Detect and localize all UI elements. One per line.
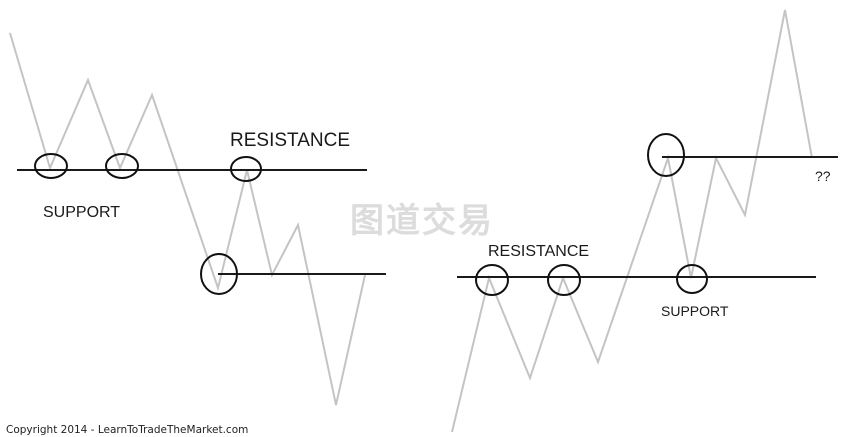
left-resistance-touch-circle — [230, 156, 262, 182]
question-label: ?? — [815, 168, 831, 184]
right-resistance-label: RESISTANCE — [488, 243, 589, 260]
right-resistance-touch-circle-1 — [475, 264, 509, 296]
left-support-touch-circle-2 — [105, 153, 139, 179]
right-support-label: SUPPORT — [661, 303, 729, 319]
left-resistance-label: RESISTANCE — [230, 130, 350, 151]
right-support-touch-circle — [676, 264, 708, 294]
left-support-label: SUPPORT — [43, 204, 120, 221]
right-price-line — [451, 9, 813, 433]
copyright-text: Copyright 2014 - LearnToTradeTheMarket.c… — [6, 424, 249, 436]
right-panel: RESISTANCE SUPPORT ?? — [451, 9, 838, 433]
left-price-line — [9, 32, 366, 406]
right-resistance-touch-circle-2 — [547, 264, 581, 296]
right-breakout-circle — [647, 133, 685, 177]
left-panel: SUPPORT RESISTANCE — [9, 32, 386, 406]
watermark-text: 图道交易 — [350, 201, 494, 241]
left-breakdown-circle — [200, 253, 238, 295]
left-support-touch-circle-1 — [34, 153, 68, 179]
